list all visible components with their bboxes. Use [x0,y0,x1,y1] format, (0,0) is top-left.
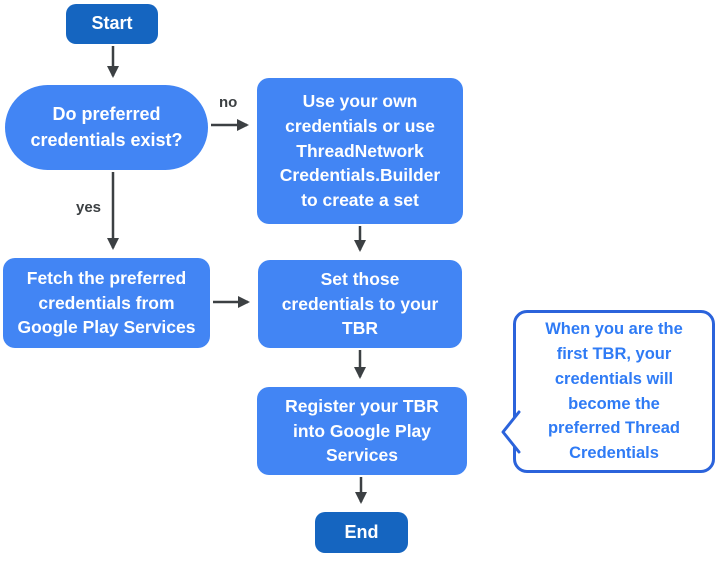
node-use-own-credentials: Use your own credentials or use ThreadNe… [257,78,463,224]
node-register-tbr: Register your TBR into Google Play Servi… [257,387,467,475]
callout-tail [501,410,521,454]
edge-label-yes: yes [76,199,102,216]
node-fetch-credentials: Fetch the preferred credentials from Goo… [3,258,210,348]
callout-note: When you are the first TBR, your credent… [501,310,715,473]
node-set-credentials-tbr: Set those credentials to your TBR [258,260,462,348]
node-start: Start [66,4,158,44]
callout-text: When you are the first TBR, your credent… [545,320,683,462]
edge-label-no: no [219,94,238,111]
node-decision-preferred-credentials: Do preferred credentials exist? [5,85,208,170]
node-end: End [315,512,408,553]
